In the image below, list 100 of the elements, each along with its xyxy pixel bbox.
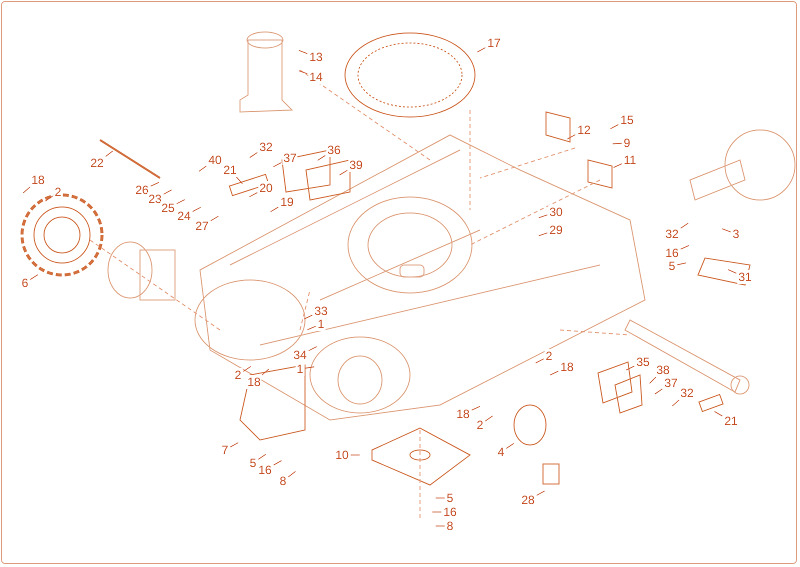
callout-number: 32 bbox=[664, 227, 680, 241]
callout-number: 2 bbox=[54, 185, 62, 199]
leader-line bbox=[298, 50, 308, 54]
callout-number: 14 bbox=[308, 70, 324, 84]
callout-number: 34 bbox=[292, 348, 308, 362]
leader-line bbox=[236, 176, 243, 184]
callout-number: 26 bbox=[134, 183, 150, 197]
leader-line bbox=[612, 142, 622, 144]
leader-line bbox=[550, 370, 559, 376]
callout-number: 22 bbox=[89, 156, 105, 170]
leader-line bbox=[273, 162, 282, 168]
leader-line bbox=[288, 471, 296, 478]
leader-line bbox=[22, 186, 30, 194]
leader-line bbox=[105, 150, 114, 157]
leader-line bbox=[477, 47, 486, 52]
leader-line bbox=[249, 192, 258, 198]
leader-line bbox=[538, 232, 548, 236]
callout-number: 36 bbox=[326, 143, 342, 157]
leader-line bbox=[538, 214, 548, 218]
leader-line bbox=[722, 228, 732, 232]
callout-number: 10 bbox=[334, 448, 350, 462]
callout-number: 32 bbox=[258, 140, 274, 154]
callout-number: 18 bbox=[246, 375, 262, 389]
leader-line bbox=[273, 460, 282, 466]
callout-number: 27 bbox=[194, 219, 210, 233]
callout-number: 33 bbox=[313, 304, 329, 318]
leader-line bbox=[249, 152, 258, 158]
leader-line bbox=[317, 155, 326, 161]
callout-number: 20 bbox=[258, 181, 274, 195]
leader-line bbox=[680, 222, 689, 229]
callout-number: 37 bbox=[282, 151, 298, 165]
callout-number: 18 bbox=[455, 407, 471, 421]
leader-line bbox=[680, 245, 690, 250]
leader-line bbox=[567, 134, 576, 140]
leader-line bbox=[230, 442, 239, 448]
callout-number: 38 bbox=[655, 363, 671, 377]
leader-line bbox=[728, 269, 737, 274]
callout-number: 23 bbox=[147, 192, 163, 206]
callout-number: 24 bbox=[176, 209, 192, 223]
callout-number: 40 bbox=[207, 153, 223, 167]
callout-number: 15 bbox=[619, 113, 635, 127]
callout-number: 16 bbox=[664, 246, 680, 260]
callout-number: 21 bbox=[222, 163, 238, 177]
callout-number: 13 bbox=[308, 50, 324, 64]
callout-number: 1 bbox=[296, 362, 304, 376]
leader-line bbox=[176, 199, 186, 204]
callout-number: 25 bbox=[160, 201, 176, 215]
callout-number: 3 bbox=[732, 227, 740, 241]
leader-line bbox=[45, 196, 54, 202]
callout-number: 1 bbox=[316, 317, 326, 331]
callout-number: 19 bbox=[279, 195, 295, 209]
leader-line bbox=[714, 411, 723, 416]
leader-line bbox=[672, 400, 680, 406]
leader-line bbox=[304, 366, 315, 369]
leader-line bbox=[484, 416, 493, 422]
leader-line bbox=[613, 163, 622, 168]
leader-line bbox=[536, 490, 545, 496]
callout-number: 28 bbox=[520, 493, 536, 507]
callout-number: 6 bbox=[20, 276, 30, 290]
leader-line bbox=[242, 366, 252, 372]
leader-line bbox=[210, 216, 219, 222]
callout-number: 32 bbox=[679, 386, 695, 400]
leader-line bbox=[192, 206, 202, 212]
leader-line bbox=[654, 388, 663, 394]
callout-number: 2 bbox=[234, 368, 242, 382]
leader-line bbox=[150, 182, 160, 186]
leader-line bbox=[262, 368, 270, 376]
callout-number: 11 bbox=[622, 153, 638, 167]
callout-number: 37 bbox=[663, 376, 679, 390]
leader-line bbox=[676, 262, 686, 266]
leader-line bbox=[198, 166, 207, 172]
leader-line bbox=[258, 454, 266, 460]
callout-number: 2 bbox=[476, 418, 484, 432]
callout-number: 16 bbox=[442, 505, 458, 519]
leader-line bbox=[535, 358, 544, 364]
callout-number: 2 bbox=[544, 349, 554, 363]
callout-number: 8 bbox=[446, 519, 454, 533]
callout-number: 18 bbox=[30, 173, 46, 187]
leader-line bbox=[649, 376, 656, 384]
leader-line bbox=[350, 454, 360, 456]
leader-line bbox=[298, 70, 308, 74]
callout-number: 5 bbox=[248, 456, 258, 470]
leader-line bbox=[626, 366, 635, 370]
leader-line bbox=[163, 190, 172, 195]
callout-number: 39 bbox=[348, 158, 364, 172]
leader-line bbox=[270, 206, 279, 212]
leader-line bbox=[307, 326, 316, 330]
leader-line bbox=[610, 124, 619, 130]
leader-line bbox=[304, 314, 313, 320]
callout-number: 7 bbox=[220, 443, 230, 457]
callout-number: 30 bbox=[548, 205, 564, 219]
callout-number: 12 bbox=[576, 123, 592, 137]
callout-number: 18 bbox=[559, 360, 575, 374]
callout-number: 35 bbox=[635, 355, 651, 369]
callout-number: 31 bbox=[737, 270, 753, 284]
callout-number: 17 bbox=[486, 36, 502, 50]
leader-line bbox=[339, 170, 348, 176]
callout-number: 8 bbox=[278, 474, 288, 488]
callout-number: 29 bbox=[548, 223, 564, 237]
leader-line bbox=[471, 406, 480, 410]
